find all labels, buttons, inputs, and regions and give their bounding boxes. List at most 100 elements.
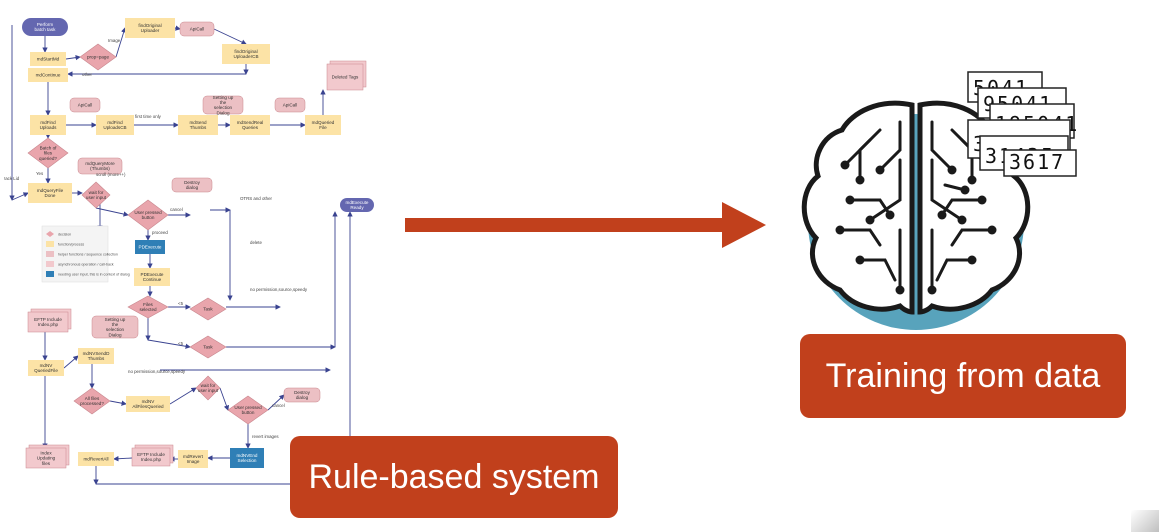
flow-node-text: mdRevertAll bbox=[83, 457, 108, 462]
flow-node-helper: ApiCall bbox=[179, 21, 215, 37]
circuit-node bbox=[855, 175, 865, 185]
connector-line bbox=[147, 339, 191, 349]
flow-node-text: PDExecute bbox=[139, 245, 162, 250]
training-text: Training from data bbox=[825, 356, 1101, 395]
connector-line bbox=[65, 54, 81, 61]
circuit-trace bbox=[848, 198, 892, 217]
circuit-node bbox=[875, 165, 885, 175]
edge-label: no permission,source,speedy bbox=[250, 287, 308, 292]
transition-arrow bbox=[405, 202, 766, 248]
circuit-node bbox=[885, 210, 895, 220]
circuit-trace bbox=[868, 158, 902, 222]
circuit-node bbox=[957, 215, 967, 225]
arrow-head bbox=[722, 202, 766, 248]
circuit-node bbox=[947, 165, 957, 175]
flow-node-text: Task bbox=[203, 345, 213, 350]
connector-line bbox=[113, 456, 133, 462]
edge-label: <5 bbox=[178, 341, 184, 346]
flow-node-helper: ApiCall bbox=[274, 97, 306, 113]
arrow-shaft bbox=[405, 218, 725, 232]
corner-shadow bbox=[1131, 510, 1159, 532]
flow-node-text: ApiCall bbox=[78, 103, 93, 108]
connector-line bbox=[95, 207, 129, 217]
connector-line bbox=[109, 400, 127, 406]
connector-line bbox=[11, 192, 29, 201]
circuit-trace bbox=[843, 138, 872, 167]
edge-label: <5 bbox=[178, 301, 184, 306]
digit-card-text: 3617 bbox=[1009, 150, 1065, 174]
flow-node-text: ApiCall bbox=[190, 27, 205, 32]
digit-card: 3617 bbox=[1003, 149, 1077, 177]
flow-node-text: Task bbox=[203, 307, 213, 312]
flow-node-text: mdQueryMore(Thumbs) bbox=[85, 161, 115, 171]
circuit-node bbox=[927, 285, 937, 295]
flow-node-process: mdRevertAll bbox=[78, 452, 114, 466]
flow-node-helper: mdQueryMore(Thumbs) bbox=[77, 157, 123, 175]
circuit-node bbox=[840, 160, 850, 170]
flow-node-decision: Task bbox=[189, 297, 227, 321]
edge-label: scroll (more++) bbox=[96, 172, 126, 177]
flow-node-decision: Task bbox=[189, 335, 227, 359]
connector-line bbox=[213, 28, 247, 45]
circuit-trace bbox=[930, 120, 954, 172]
edge-label: Yes bbox=[36, 171, 44, 176]
brain-circuit-icon bbox=[801, 100, 1031, 330]
flow-node-doc: Deleted Tags bbox=[326, 60, 367, 91]
edge-label: revert images bbox=[252, 434, 279, 439]
circuit-node bbox=[987, 225, 997, 235]
circuit-trace bbox=[858, 258, 897, 282]
flow-node-decision: prop=page bbox=[79, 43, 117, 71]
legend-label: needing user input, this is in context o… bbox=[58, 273, 130, 277]
circuit-trace bbox=[878, 120, 902, 172]
circuit-trace bbox=[950, 228, 994, 247]
legend-label: asynchronous operation / call-back bbox=[58, 263, 114, 267]
circuit-node bbox=[835, 225, 845, 235]
circuit-trace bbox=[838, 228, 882, 247]
circuit-node bbox=[960, 185, 970, 195]
flow-node-text: mdContinue bbox=[36, 73, 61, 78]
legend-label: decision bbox=[58, 233, 71, 237]
edge-label: cancel bbox=[272, 403, 285, 408]
